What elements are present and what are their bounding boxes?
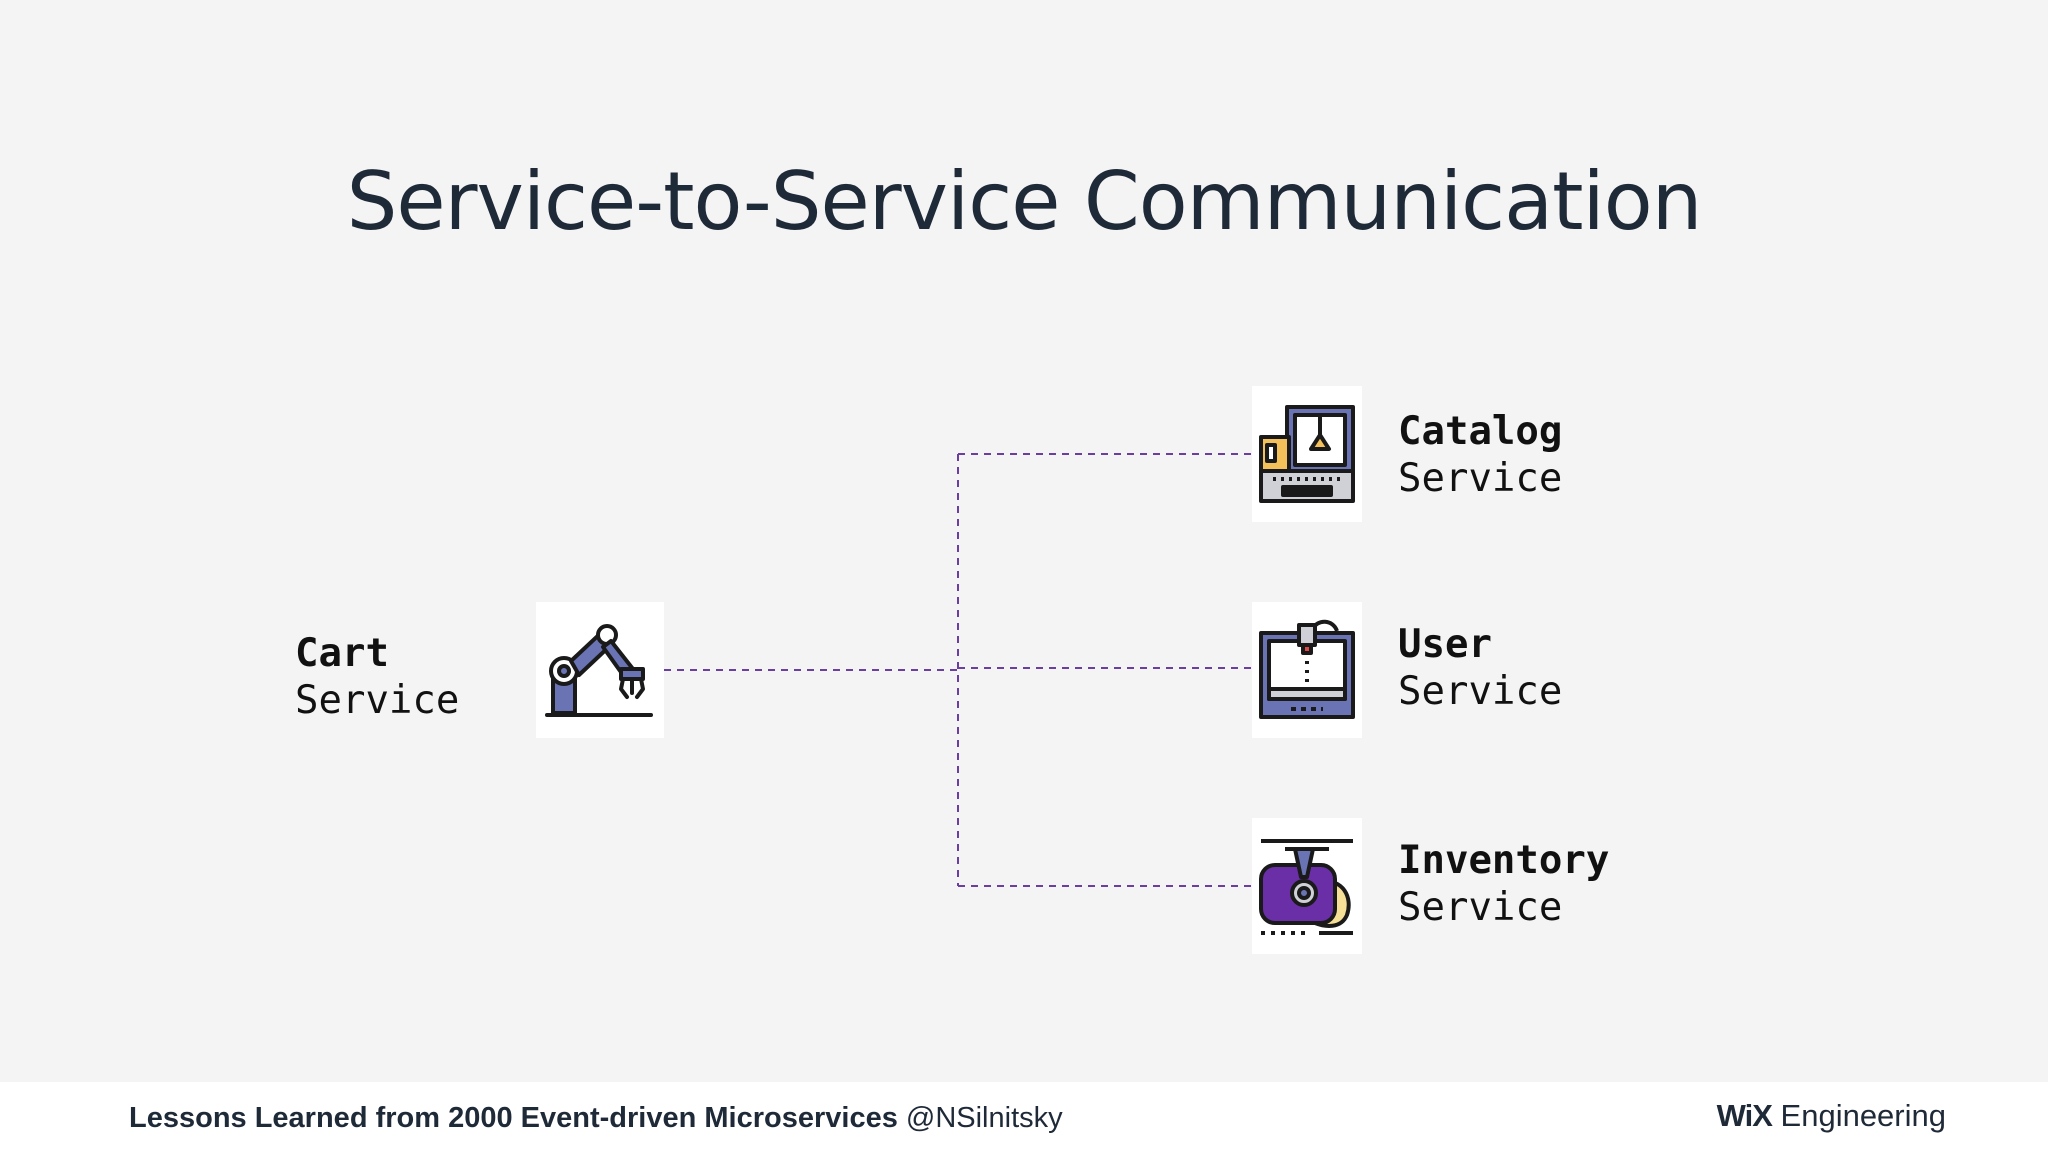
inventory-service-label: Inventory Service — [1398, 837, 1609, 931]
robotic-arm-icon — [545, 624, 653, 717]
catalog-service-label: Catalog Service — [1398, 408, 1562, 502]
service-kind: Service — [1398, 885, 1563, 930]
user-service-label: User Service — [1398, 621, 1562, 715]
talk-title: Lessons Learned from 2000 Event-driven M… — [129, 1102, 898, 1134]
factory-machine-icon — [1259, 405, 1355, 503]
brand-suffix: Engineering — [1780, 1098, 1946, 1133]
footer-talk-info: Lessons Learned from 2000 Event-driven M… — [129, 1102, 1063, 1135]
slide-title: Service-to-Service Communication — [346, 155, 1703, 248]
brand-mark: WiX — [1716, 1098, 1773, 1133]
footer: Lessons Learned from 2000 Event-driven M… — [0, 1082, 2048, 1152]
user-service-card — [1252, 602, 1362, 738]
service-name: Catalog — [1398, 409, 1563, 454]
wix-engineering-logo: WiX Engineering — [1717, 1098, 1946, 1134]
service-kind: Service — [295, 678, 460, 723]
service-name: User — [1398, 622, 1492, 667]
extruder-icon — [1259, 839, 1353, 935]
cart-service-label: Cart Service — [295, 630, 459, 724]
speaker-handle: @NSilnitsky — [905, 1102, 1063, 1134]
service-name: Inventory — [1398, 838, 1610, 883]
inventory-service-card — [1252, 818, 1362, 954]
service-kind: Service — [1398, 669, 1563, 714]
service-kind: Service — [1398, 456, 1563, 501]
3d-printer-icon — [1259, 619, 1355, 719]
catalog-service-card — [1252, 386, 1362, 522]
service-name: Cart — [295, 631, 389, 676]
cart-service-card — [536, 602, 664, 738]
